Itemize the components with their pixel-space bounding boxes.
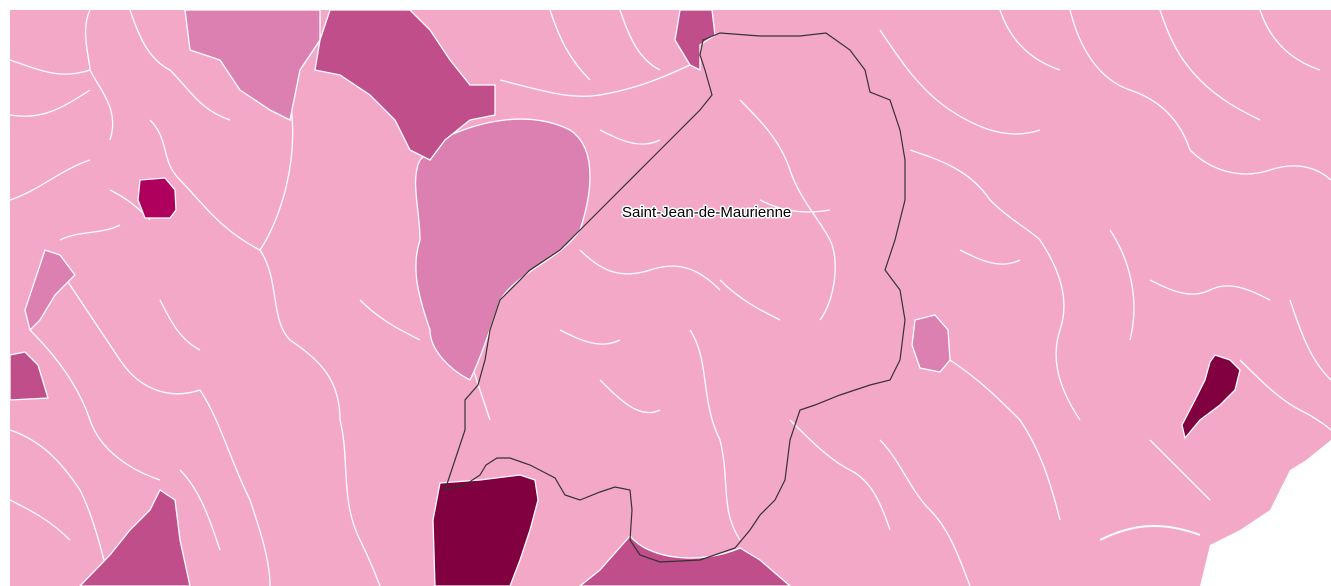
commune-medium-2 — [674, 9, 716, 72]
commune-medium-1 — [314, 9, 496, 161]
commune-darkest-2 — [1181, 354, 1241, 440]
selected-area-outline[interactable] — [444, 32, 906, 563]
commune-medium-4 — [79, 489, 191, 586]
commune-borders — [9, 9, 1331, 586]
commune-medium-light-4 — [911, 314, 951, 373]
outside-region-edge — [1099, 525, 1201, 541]
commune-medium-light-3 — [24, 249, 76, 332]
commune-medium-light-1 — [184, 9, 321, 121]
outside-region — [1210, 440, 1331, 586]
commune-dark-1 — [137, 177, 177, 219]
commune-darkest-1 — [432, 474, 539, 586]
commune-base-area — [10, 10, 1331, 586]
city-label-saint-jean-de-maurienne: Saint-Jean-de-Maurienne — [622, 204, 791, 221]
commune-medium-3 — [9, 351, 49, 401]
